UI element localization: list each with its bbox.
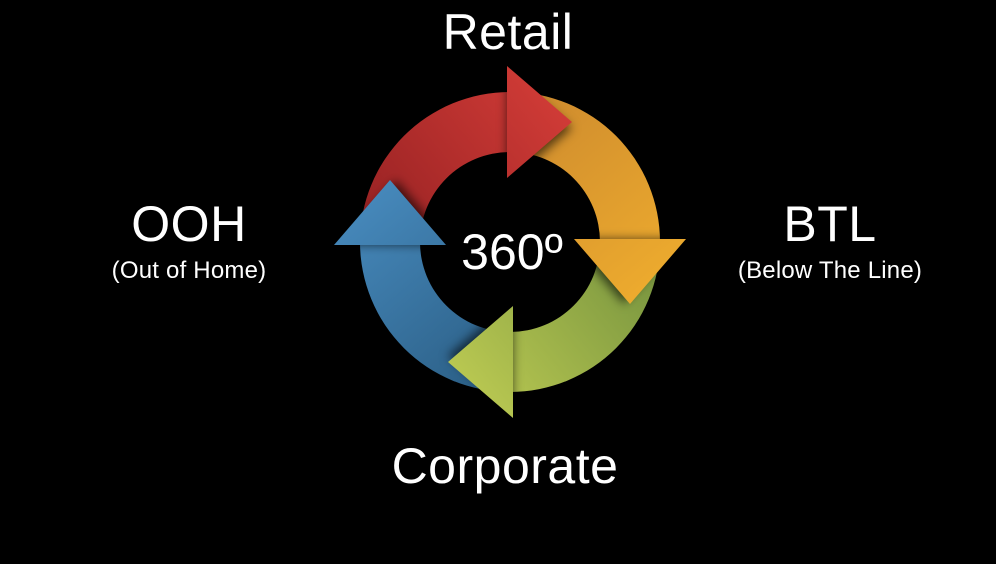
btl-subtext: (Below The Line) [737, 256, 923, 284]
label-ooh: OOH (Out of Home) [112, 198, 267, 283]
label-btl: BTL (Below The Line) [738, 198, 922, 283]
corporate-text: Corporate [391, 438, 619, 494]
ooh-subtext: (Out of Home) [111, 256, 267, 284]
label-corporate: Corporate [392, 440, 619, 493]
btl-text: BTL [783, 196, 877, 252]
ooh-text: OOH [131, 196, 247, 252]
retail-text: Retail [442, 4, 574, 60]
label-retail: Retail [443, 6, 574, 59]
center-degrees-label: 360º [461, 224, 563, 280]
